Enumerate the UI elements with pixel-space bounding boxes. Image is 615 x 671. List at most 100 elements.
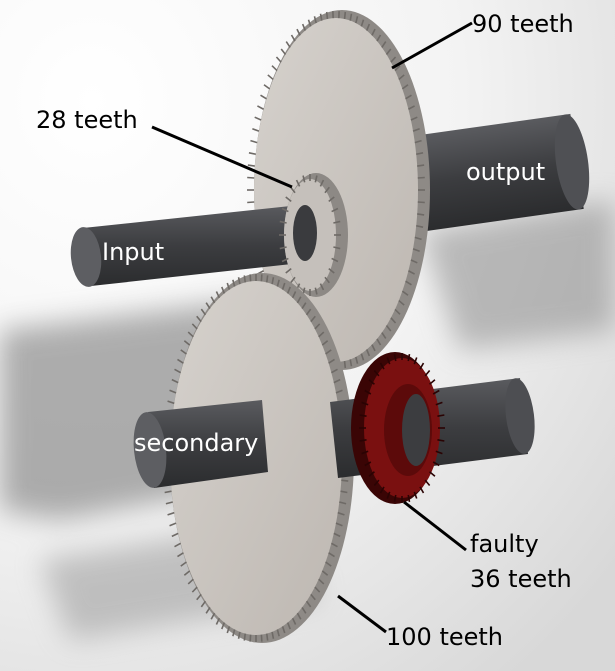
gear-tooth: [331, 257, 339, 263]
gear-tooth: [410, 116, 418, 121]
gear-tooth: [254, 116, 262, 121]
gear-tooth: [379, 362, 385, 370]
gear-tooth: [291, 617, 297, 625]
gear-tooth: [324, 276, 330, 284]
gear-tooth: [373, 479, 380, 486]
gear-tooth: [247, 164, 255, 167]
gear-tooth: [276, 279, 280, 287]
gear-tooth: [263, 84, 271, 90]
gear-tooth: [164, 490, 172, 494]
leader-100: [337, 594, 387, 634]
gear-tooth: [432, 461, 440, 467]
gear-tooth: [386, 491, 391, 499]
gear-tooth: [305, 308, 312, 316]
gear-tooth: [187, 331, 194, 338]
gear-tooth: [200, 308, 207, 316]
gear-tooth: [333, 246, 341, 250]
gear-tooth: [435, 450, 443, 455]
gear-tooth: [325, 11, 329, 20]
gear-tooth: [335, 389, 343, 394]
gear-tooth: [275, 56, 282, 63]
gear-tooth: [180, 561, 187, 567]
gear-tooth: [398, 74, 405, 81]
gear-tooth: [248, 152, 256, 156]
gear-tooth: [232, 279, 236, 287]
gear-tooth: [279, 246, 287, 250]
gear-tooth: [379, 486, 385, 494]
gear-tooth: [285, 196, 292, 202]
gear-tooth: [183, 340, 191, 346]
leader-lines: [151, 21, 473, 634]
gear-tooth: [169, 522, 177, 527]
gear-tooth: [405, 280, 412, 286]
gear-tooth: [328, 196, 335, 202]
gear-tooth: [237, 631, 241, 639]
gear-tooth: [286, 622, 291, 630]
gear-tooth: [279, 220, 287, 224]
gear-tooth: [419, 362, 425, 370]
gear-tooth: [321, 340, 329, 346]
gear-tooth: [165, 501, 173, 505]
gear-tooth: [280, 48, 287, 55]
gear-tooth: [407, 354, 411, 362]
gear-tooth: [281, 282, 286, 290]
gear-tooth: [301, 23, 307, 31]
gear-tooth: [364, 461, 372, 467]
label-output-shaft: output: [466, 158, 545, 186]
gear-tooth: [340, 490, 348, 494]
gear-tooth: [177, 358, 184, 364]
gear-tooth: [302, 175, 306, 183]
gear-tooth: [405, 94, 412, 100]
gear-tooth: [271, 65, 278, 72]
gear-tooth: [301, 302, 307, 309]
gear-tooth: [167, 511, 175, 516]
gear-tooth: [355, 16, 359, 24]
gear-tooth: [349, 13, 353, 21]
gear-tooth: [371, 344, 376, 352]
gear-tooth: [200, 600, 207, 608]
gear-tooth: [328, 268, 335, 274]
gear-tooth: [393, 494, 397, 502]
gear-tooth: [281, 257, 289, 263]
gear-tooth: [305, 600, 312, 608]
gear-tooth: [343, 11, 347, 20]
gear-tooth: [364, 389, 372, 395]
gear-tooth: [394, 308, 401, 315]
gear-tooth: [393, 354, 397, 362]
gear-tooth: [361, 450, 369, 455]
gear-tooth: [221, 286, 226, 294]
gear-tooth: [314, 586, 321, 593]
gear-tooth: [285, 41, 291, 48]
gear-tooth: [196, 315, 202, 323]
gear-tooth: [412, 128, 420, 132]
gear-tooth: [319, 13, 323, 21]
gear-tooth: [328, 552, 335, 558]
gear-tooth: [191, 323, 198, 330]
gear-tooth: [385, 48, 392, 55]
gear-tooth: [191, 586, 198, 593]
gear-tooth: [221, 622, 226, 630]
gear-tooth: [390, 317, 397, 324]
gear-tooth: [295, 179, 301, 187]
gear-tooth: [328, 358, 335, 364]
gear-tooth: [180, 349, 187, 355]
gear-tooth: [333, 220, 341, 224]
gear-tooth: [360, 353, 365, 361]
gear-tooth: [416, 152, 424, 156]
leader-90: [391, 21, 473, 70]
gear-tooth: [331, 207, 339, 213]
gear-tooth: [296, 28, 301, 36]
gear-tooth: [343, 360, 347, 369]
gear-tooth: [210, 296, 216, 304]
gear-tooth: [205, 302, 211, 309]
gear-tooth: [386, 357, 391, 365]
gear-tooth: [281, 207, 289, 213]
leader-28: [151, 125, 293, 189]
gear-tooth: [414, 139, 422, 144]
gear-tooth: [243, 633, 247, 641]
gear-tooth: [314, 323, 321, 330]
gear-tooth: [401, 84, 409, 90]
label-input-shaft: Input: [102, 238, 164, 266]
gear-tooth: [281, 626, 286, 634]
